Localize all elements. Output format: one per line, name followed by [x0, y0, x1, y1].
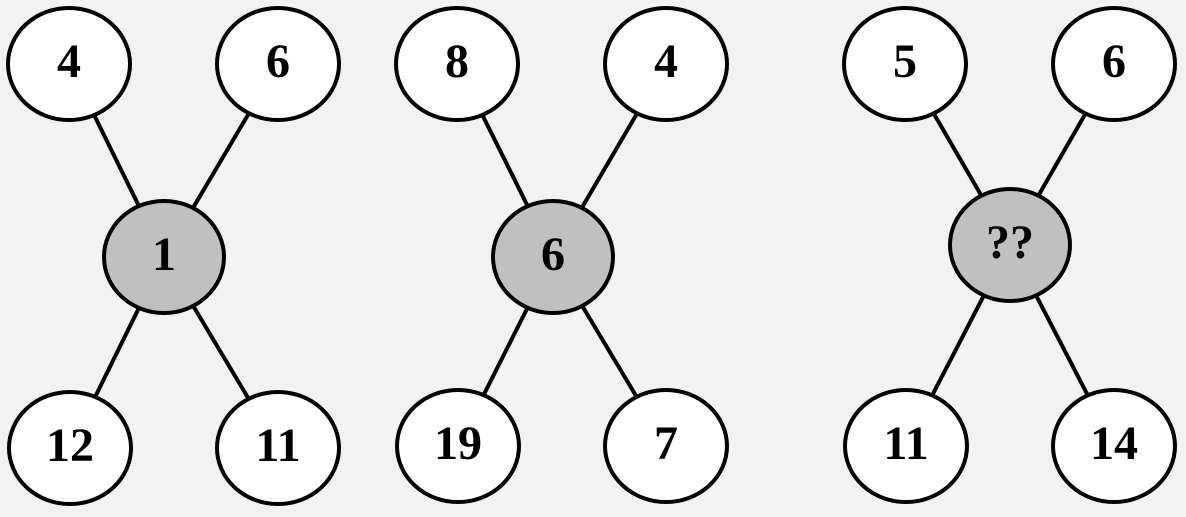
center-node-value: ??: [986, 216, 1034, 269]
center-node-shape: [948, 187, 1072, 303]
outer-node-top-right-shape: [215, 6, 341, 122]
outer-node-bottom-right: 14: [1051, 388, 1177, 504]
outer-node-top-right: 6: [1051, 6, 1177, 122]
outer-node-bottom-left-value: 19: [434, 417, 482, 470]
outer-node-bottom-right-shape: [1051, 388, 1177, 504]
outer-node-bottom-left-value: 11: [883, 417, 928, 470]
center-node-shape: [102, 199, 226, 315]
outer-node-top-left-shape: [6, 6, 132, 122]
outer-node-top-right-value: 6: [1102, 35, 1126, 88]
outer-node-bottom-left-shape: [7, 390, 133, 506]
outer-node-top-left: 4: [6, 6, 132, 122]
outer-node-top-left: 8: [394, 6, 520, 122]
outer-node-bottom-left-shape: [843, 388, 969, 504]
outer-node-bottom-right: 7: [603, 388, 729, 504]
outer-node-bottom-left-value: 12: [46, 419, 94, 472]
puzzle-2: 8 4 19 7 6: [394, 6, 729, 504]
center-node: ??: [948, 187, 1072, 303]
outer-node-bottom-right-shape: [603, 388, 729, 504]
outer-node-bottom-right-value: 11: [255, 419, 300, 472]
outer-node-top-left-shape: [842, 6, 968, 122]
puzzle-3: 5 6 11 14??: [842, 6, 1177, 504]
outer-node-bottom-left: 11: [843, 388, 969, 504]
outer-node-top-right-value: 6: [266, 35, 290, 88]
outer-node-top-left-value: 4: [57, 35, 81, 88]
outer-node-top-right: 4: [603, 6, 729, 122]
center-node-value: 6: [541, 228, 565, 281]
center-node: 1: [102, 199, 226, 315]
outer-node-bottom-right-shape: [215, 390, 341, 506]
outer-node-top-left-value: 5: [893, 35, 917, 88]
outer-node-bottom-right-value: 14: [1090, 417, 1138, 470]
outer-node-top-right-shape: [603, 6, 729, 122]
outer-node-top-left-shape: [394, 6, 520, 122]
center-node: 6: [491, 199, 615, 315]
center-node-value: 1: [152, 228, 176, 281]
outer-node-bottom-right-value: 7: [654, 417, 678, 470]
outer-node-top-left-value: 8: [445, 35, 469, 88]
outer-node-bottom-left: 12: [7, 390, 133, 506]
outer-node-bottom-right: 11: [215, 390, 341, 506]
outer-node-top-right-value: 4: [654, 35, 678, 88]
outer-node-bottom-left: 19: [395, 388, 521, 504]
outer-node-top-left: 5: [842, 6, 968, 122]
outer-node-bottom-left-shape: [395, 388, 521, 504]
outer-node-top-right-shape: [1051, 6, 1177, 122]
center-node-shape: [491, 199, 615, 315]
outer-node-top-right: 6: [215, 6, 341, 122]
